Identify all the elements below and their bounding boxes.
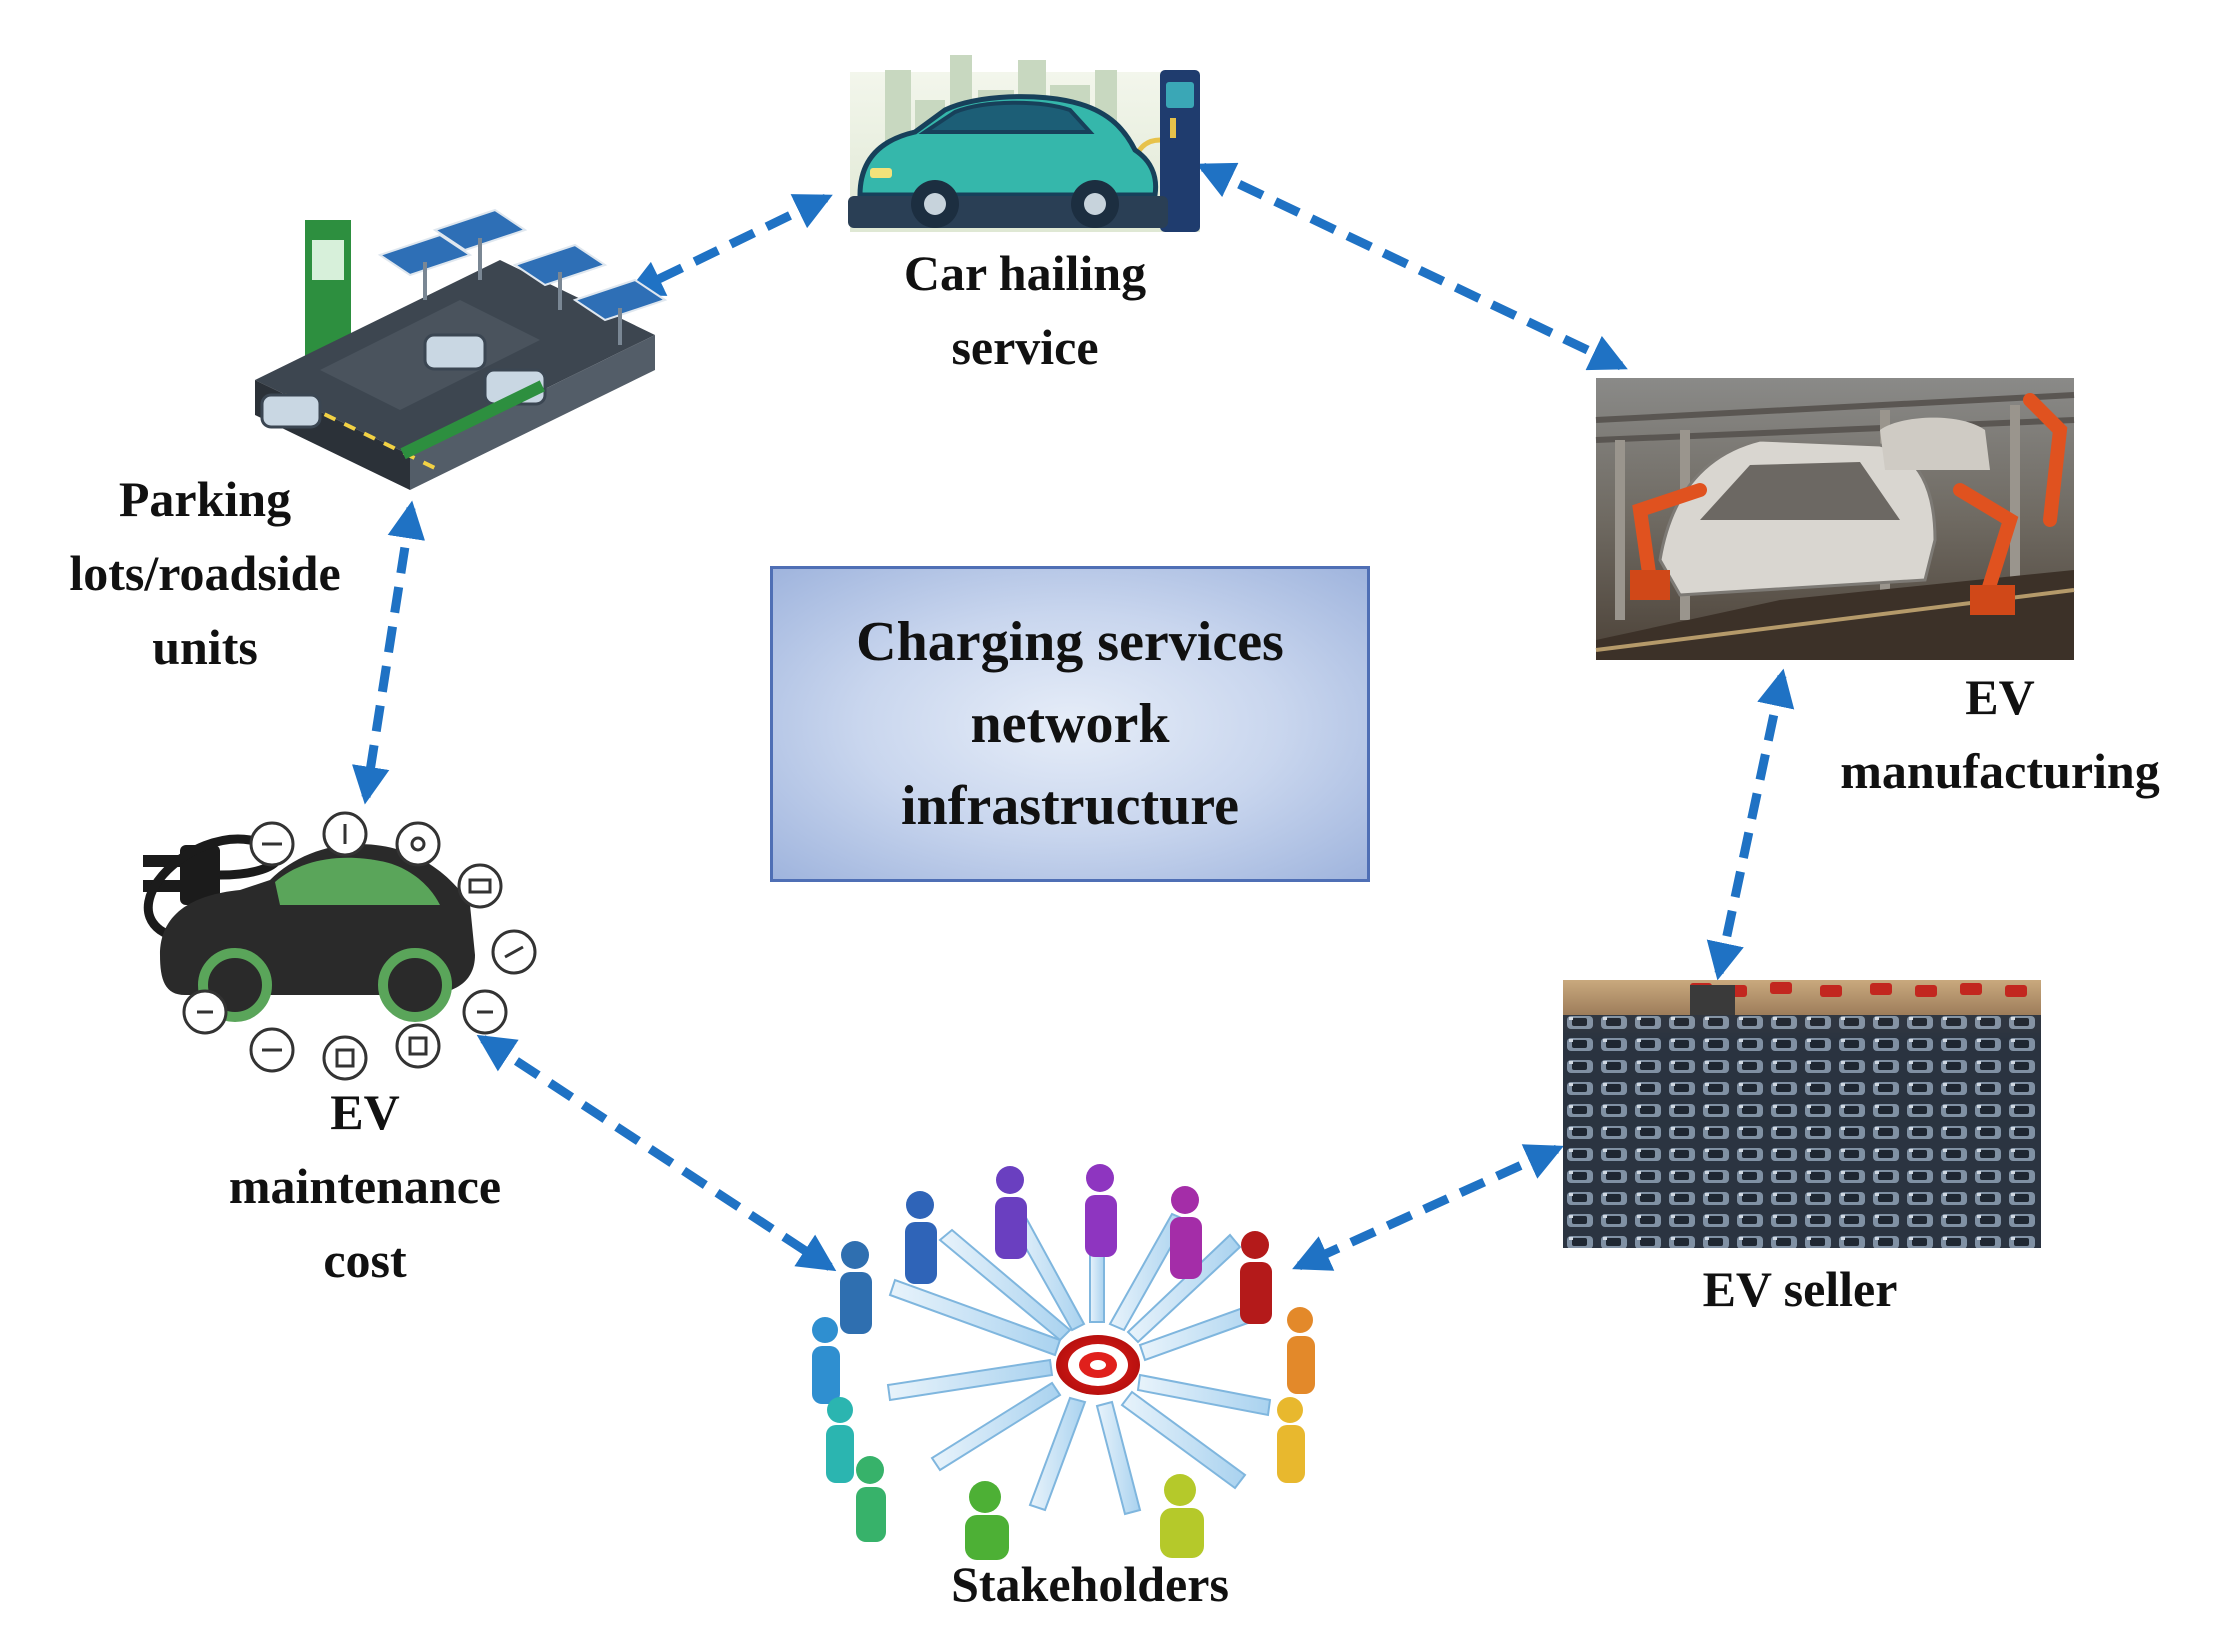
arrow-parking-carhailing — [625, 193, 833, 297]
label-parking: Parking lots/roadside units — [30, 462, 380, 684]
label-ev-manufacturing: EV manufacturing — [1785, 660, 2215, 808]
label-ev-maintenance-line-2: maintenance — [228, 1158, 502, 1214]
arrow-carhailing-manufacturing — [1196, 162, 1628, 371]
label-ev-manufacturing-line-1: EV — [1965, 669, 2035, 725]
ev-manufacturing-photo — [1595, 378, 2075, 660]
center-title-line-3: infrastructure — [901, 775, 1239, 837]
label-parking-line-1: Parking — [118, 471, 292, 527]
label-ev-maintenance: EV maintenance cost — [180, 1075, 550, 1297]
label-ev-seller: EV seller — [1640, 1252, 1960, 1326]
car-hailing-illustration — [848, 55, 1200, 232]
label-car-hailing-line-2: service — [951, 319, 1099, 375]
label-ev-maintenance-line-3: cost — [323, 1232, 407, 1288]
arrow-parking-maintenance — [351, 500, 426, 805]
parking-lot-illustration — [255, 208, 668, 490]
label-parking-line-2: lots/roadside — [69, 545, 341, 601]
label-ev-manufacturing-line-2: manufacturing — [1840, 743, 2160, 799]
label-stakeholders: Stakeholders — [880, 1547, 1300, 1621]
label-ev-seller-line-1: EV seller — [1702, 1261, 1898, 1317]
label-car-hailing: Car hailing service — [870, 236, 1180, 384]
label-car-hailing-line-1: Car hailing — [903, 245, 1147, 301]
arrow-manufacturing-seller — [1706, 668, 1795, 981]
ev-maintenance-icon — [143, 811, 537, 1081]
label-ev-maintenance-line-1: EV — [330, 1084, 400, 1140]
center-title-line-2: network — [970, 693, 1170, 755]
center-title-line-1: Charging services — [856, 611, 1284, 673]
label-stakeholders-line-1: Stakeholders — [951, 1556, 1229, 1612]
stakeholders-illustration — [812, 1164, 1315, 1560]
stakeholder-rays — [886, 1204, 1272, 1516]
target-icon — [1056, 1335, 1140, 1395]
stakeholder-figures — [812, 1164, 1315, 1560]
label-parking-line-3: units — [152, 619, 258, 675]
arrow-seller-stakeholders — [1292, 1144, 1564, 1271]
arrow-maintenance-stakeholders — [476, 1034, 837, 1272]
ev-seller-photo — [1563, 980, 2041, 1248]
connector-arrows — [351, 162, 1795, 1272]
center-title-box: Charging services network infrastructure — [770, 566, 1370, 882]
